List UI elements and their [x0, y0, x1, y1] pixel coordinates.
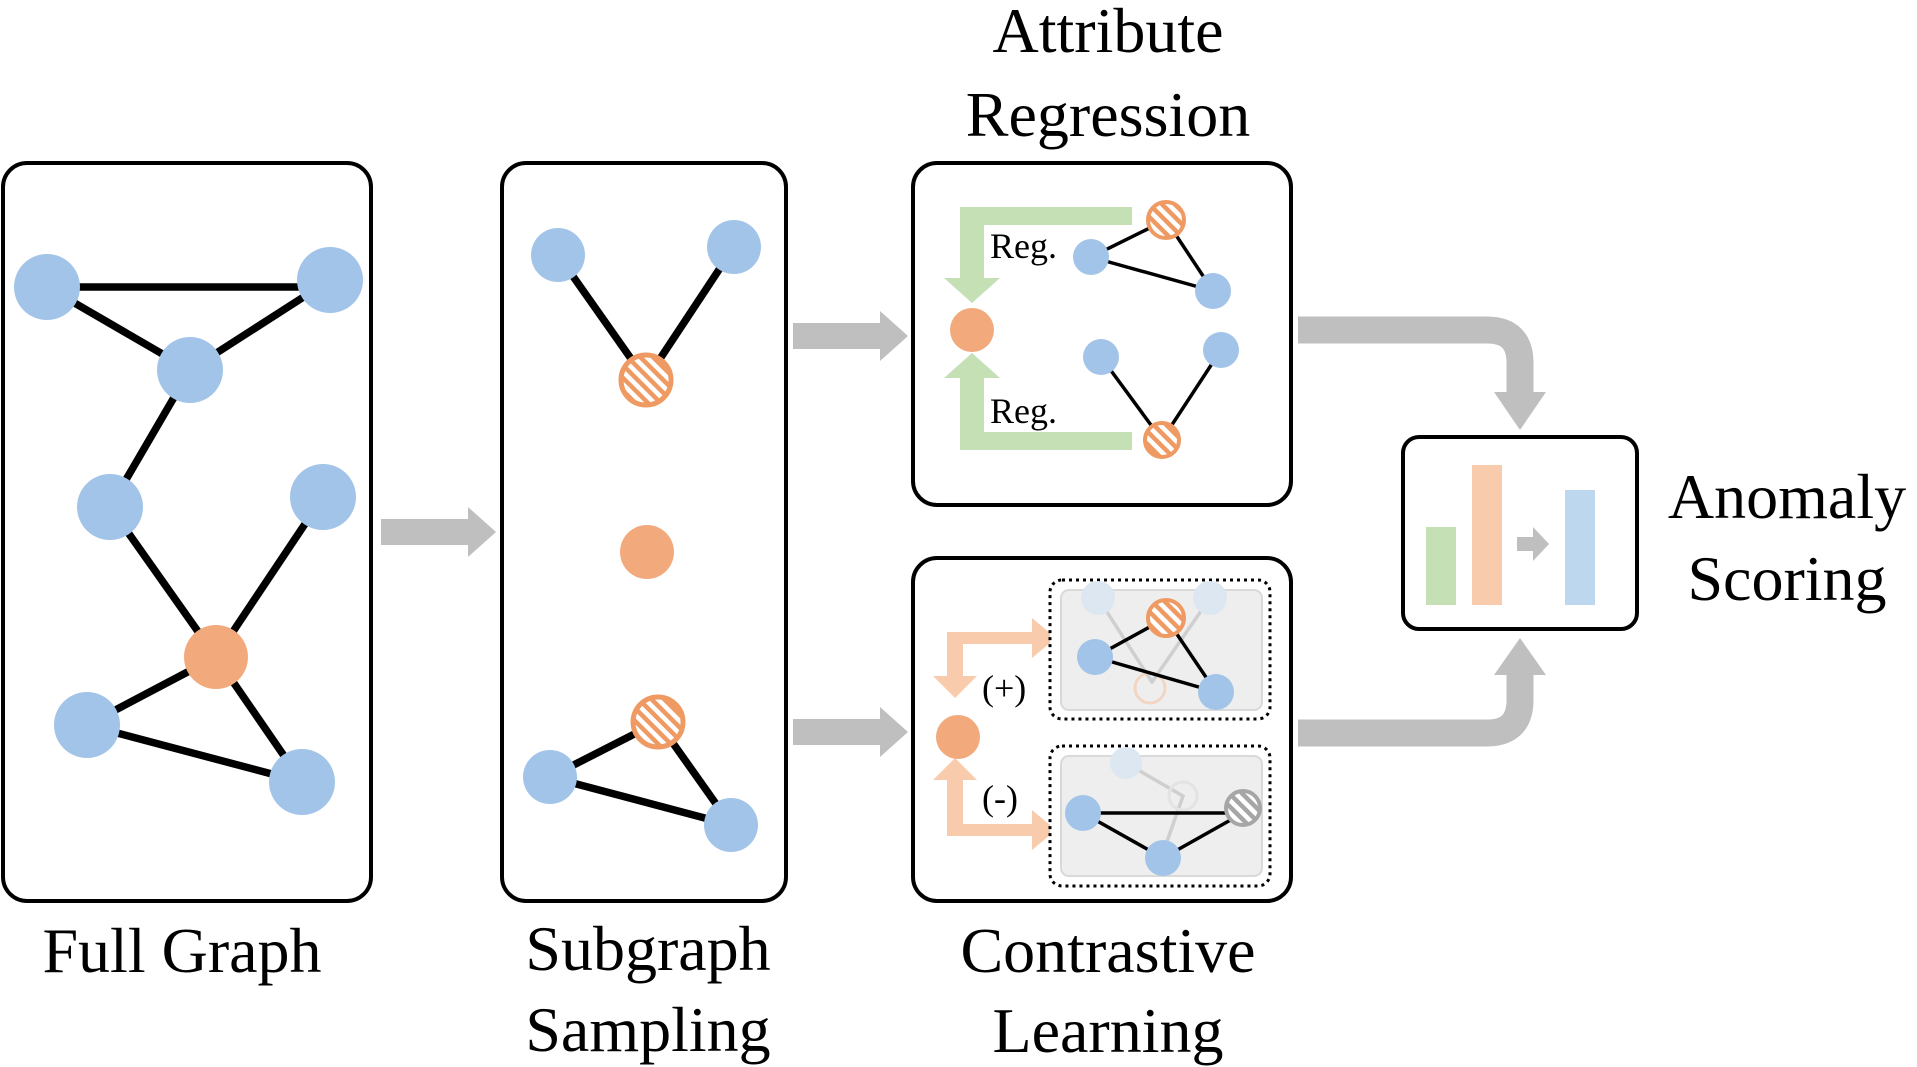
- target-node: [620, 525, 674, 579]
- attribute-label-line2: Regression: [966, 79, 1250, 150]
- graph-node: [1198, 674, 1234, 710]
- graph-node: [157, 337, 223, 403]
- graph-node: [297, 247, 363, 313]
- target-node: [950, 308, 994, 352]
- striped-masked-node-icon: [630, 694, 686, 750]
- green-reg-arrow-top-icon: [944, 207, 1132, 303]
- arrow-right-icon: [381, 507, 496, 557]
- graph-node: [531, 228, 585, 282]
- reg-label-top: Reg.: [990, 226, 1057, 266]
- green-reg-arrow-bottom-icon: [944, 353, 1132, 450]
- graph-node: [523, 750, 577, 804]
- target-node: [184, 625, 248, 689]
- anomaly-label-line2: Scoring: [1687, 543, 1886, 614]
- positive-subgraph-card: [1048, 578, 1272, 721]
- attribute-box: [911, 161, 1293, 507]
- target-node: [936, 715, 980, 759]
- graph-node: [1077, 639, 1113, 675]
- attribute-label-line1: Attribute: [992, 0, 1223, 66]
- attribute-regression-panel: Reg. Reg.: [911, 161, 1293, 507]
- contrastive-label-line1: Contrastive: [960, 915, 1255, 986]
- graph-node: [77, 474, 143, 540]
- striped-masked-node-icon: [1146, 200, 1186, 240]
- orange-positive-arrow-icon: [933, 618, 1056, 698]
- full-graph-panel: [1, 161, 373, 903]
- anomaly-label-line1: Anomaly: [1668, 461, 1906, 532]
- negative-subgraph-card: [1048, 744, 1272, 888]
- small-arrow-right-icon: [1517, 527, 1549, 561]
- graph-node: [54, 692, 120, 758]
- graph-node: [1073, 239, 1109, 275]
- graph-node: [704, 798, 758, 852]
- graph-node: [1065, 795, 1101, 831]
- arrow-right-icon: [793, 311, 908, 361]
- subgraph-sampling-panel: [500, 161, 788, 903]
- score-bar-green: [1426, 527, 1456, 605]
- graph-node: [1195, 273, 1231, 309]
- curved-arrow-down-icon: [1298, 316, 1534, 395]
- graph-node: [1203, 332, 1239, 368]
- graph-node: [1145, 840, 1181, 876]
- graph-node: [707, 220, 761, 274]
- orange-negative-arrow-icon: [933, 758, 1056, 850]
- subgraph-label-line1: Subgraph: [525, 913, 770, 984]
- score-bar-orange: [1472, 465, 1502, 605]
- graph-node: [269, 749, 335, 815]
- striped-masked-node-icon: [618, 352, 674, 408]
- striped-masked-node-icon: [1224, 789, 1262, 827]
- full-graph-nodes: [14, 247, 363, 815]
- reg-label-bottom: Reg.: [990, 391, 1057, 431]
- arrow-right-icon: [793, 707, 908, 757]
- positive-label: (+): [982, 668, 1026, 708]
- striped-masked-node-icon: [1143, 421, 1181, 459]
- curved-arrow-down-head: [1494, 392, 1546, 430]
- striped-masked-node-icon: [1146, 598, 1186, 638]
- subgraph-label-line2: Sampling: [525, 994, 770, 1065]
- full-graph-label: Full Graph: [42, 915, 321, 986]
- negative-label: (-): [982, 778, 1018, 818]
- anomaly-scoring-panel: [1401, 435, 1639, 631]
- graph-node: [1083, 339, 1119, 375]
- graph-node: [290, 464, 356, 530]
- contrastive-learning-panel: (+) (-): [911, 556, 1293, 903]
- curved-arrow-up-icon: [1298, 672, 1534, 747]
- score-bar-blue: [1565, 490, 1595, 605]
- curved-arrow-up-head: [1494, 638, 1546, 675]
- graph-node: [14, 254, 80, 320]
- contrastive-label-line2: Learning: [993, 995, 1224, 1066]
